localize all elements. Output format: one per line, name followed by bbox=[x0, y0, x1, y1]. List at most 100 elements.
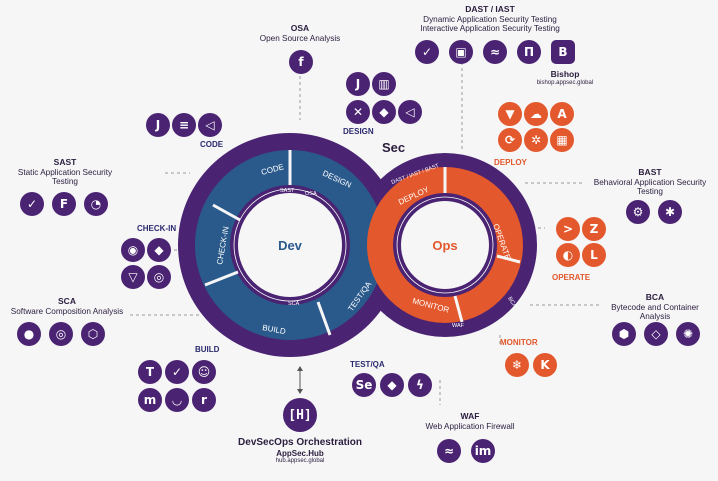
sca-tool-2-icon[interactable]: ◎ bbox=[49, 322, 73, 346]
operate-tool-4-icon[interactable]: L bbox=[582, 243, 606, 267]
operate-tool-1-icon[interactable]: > bbox=[556, 217, 580, 241]
sca-tool-3-icon[interactable]: ⬡ bbox=[81, 322, 105, 346]
dast-sub2: Interactive Application Security Testing bbox=[420, 24, 560, 34]
stage-build: BUILD bbox=[262, 323, 287, 336]
group-testqa: TEST/QA bbox=[350, 360, 385, 369]
deploy-tool-2-icon[interactable]: ☁ bbox=[524, 102, 548, 126]
bast-tool-2-icon[interactable]: ✱ bbox=[658, 200, 682, 224]
checkin-tool-2-icon[interactable]: ◆ bbox=[147, 238, 171, 262]
checkin-tool-3-icon[interactable]: ▽ bbox=[121, 265, 145, 289]
testqa-tool-2-icon[interactable]: ◆ bbox=[380, 373, 404, 397]
design-tool-1-icon[interactable]: J bbox=[346, 72, 370, 96]
build-tool-5-icon[interactable]: ◡ bbox=[165, 388, 189, 412]
bishop-url: bishop.appsec.global bbox=[536, 79, 594, 86]
build-tool-6-icon[interactable]: r bbox=[192, 388, 216, 412]
osa-tool-icon[interactable]: f bbox=[289, 50, 313, 74]
bca-tool-2-icon[interactable]: ◇ bbox=[644, 322, 668, 346]
build-tool-1-icon[interactable]: T bbox=[138, 360, 162, 384]
deploy-tool-6-icon[interactable]: ▦ bbox=[550, 128, 574, 152]
deploy-tool-3-icon[interactable]: A bbox=[550, 102, 574, 126]
testqa-tool-3-icon[interactable]: ϟ bbox=[408, 373, 432, 397]
dast-tool-4-icon[interactable]: Π bbox=[517, 40, 541, 64]
group-code: CODE bbox=[200, 140, 224, 149]
waf-tool-2-icon[interactable]: im bbox=[471, 439, 495, 463]
dast-sub1: Dynamic Application Security Testing bbox=[423, 14, 557, 24]
build-tool-4-icon[interactable]: m bbox=[138, 388, 162, 412]
build-tool-3-icon[interactable]: ☺ bbox=[192, 360, 216, 384]
waf-tool-1-icon[interactable]: ≈ bbox=[437, 439, 461, 463]
sca-title: SCA bbox=[58, 296, 76, 306]
sast-sub2: Testing bbox=[52, 177, 78, 187]
design-tool-5-icon[interactable]: ◁ bbox=[398, 100, 422, 124]
checkin-tool-4-icon[interactable]: ◎ bbox=[147, 265, 171, 289]
sec-title: Sec bbox=[382, 140, 405, 155]
sast-title: SAST bbox=[53, 157, 77, 167]
operate-tool-2-icon[interactable]: Z bbox=[582, 217, 606, 241]
testqa-tool-1-icon[interactable]: Se bbox=[352, 373, 376, 397]
group-deploy: DEPLOY bbox=[494, 158, 527, 167]
sast-sub1: Static Application Security bbox=[17, 167, 113, 177]
ops-center bbox=[401, 201, 489, 289]
inner-waf: WAF bbox=[452, 323, 465, 329]
sast-label: SAST Static Application Security Testing bbox=[5, 157, 125, 187]
sca-sub: Software Composition Analysis bbox=[10, 306, 124, 316]
checkin-tool-1-icon[interactable]: ◉ bbox=[121, 238, 145, 262]
orch-sub: AppSec.Hub bbox=[276, 448, 324, 458]
osa-title: OSA bbox=[290, 23, 310, 33]
inner-bca: BCA bbox=[506, 296, 517, 309]
sca-tool-1-icon[interactable]: ● bbox=[17, 322, 41, 346]
deploy-tool-4-icon[interactable]: ⟳ bbox=[498, 128, 522, 152]
design-tool-4-icon[interactable]: ◆ bbox=[372, 100, 396, 124]
waf-sub: Web Application Firewall bbox=[425, 421, 515, 431]
dast-tool-2-icon[interactable]: ▣ bbox=[449, 40, 473, 64]
design-tool-2-icon[interactable]: ▥ bbox=[372, 72, 396, 96]
osa-sub: Open Source Analysis bbox=[259, 33, 341, 43]
bast-sub2: Testing bbox=[637, 187, 663, 197]
build-tool-2-icon[interactable]: ✓ bbox=[165, 360, 189, 384]
group-operate: OPERATE bbox=[552, 273, 591, 282]
orch-url: hub.appsec.global bbox=[275, 457, 325, 464]
sast-tool-1-icon[interactable]: ✓ bbox=[20, 192, 44, 216]
appsec-hub-icon[interactable]: [H] bbox=[283, 398, 317, 432]
inner-sca: SCA bbox=[288, 301, 300, 307]
orch-label: DevSecOps Orchestration AppSec.Hub hub.a… bbox=[225, 437, 375, 465]
code-tool-1-icon[interactable]: J bbox=[146, 113, 170, 137]
code-tool-2-icon[interactable]: ≡ bbox=[172, 113, 196, 137]
design-tool-3-icon[interactable]: ✕ bbox=[346, 100, 370, 124]
monitor-tool-1-icon[interactable]: ❄ bbox=[505, 353, 529, 377]
bca-title: BCA bbox=[645, 292, 665, 302]
dast-label: DAST / IAST Dynamic Application Security… bbox=[400, 4, 580, 34]
sca-label: SCA Software Composition Analysis bbox=[2, 296, 132, 316]
dev-inner-arc bbox=[233, 188, 347, 302]
bishop-label: Bishop bishop.appsec.global bbox=[525, 69, 605, 87]
dev-center bbox=[238, 193, 342, 297]
bast-tool-1-icon[interactable]: ⚙ bbox=[626, 200, 650, 224]
dast-tool-3-icon[interactable]: ≈ bbox=[483, 40, 507, 64]
group-checkin: CHECK-IN bbox=[137, 224, 177, 233]
group-design: DESIGN bbox=[343, 127, 374, 136]
orch-title: DevSecOps Orchestration bbox=[238, 437, 362, 448]
dast-tool-1-icon[interactable]: ✓ bbox=[415, 40, 439, 64]
bast-title: BAST bbox=[638, 167, 662, 177]
bca-sub1: Bytecode and Container bbox=[611, 302, 699, 312]
bishop-icon[interactable]: B bbox=[551, 40, 575, 64]
deploy-tool-1-icon[interactable]: ▼ bbox=[498, 102, 522, 126]
ops-title: Ops bbox=[432, 238, 457, 253]
bca-label: BCA Bytecode and Container Analysis bbox=[600, 292, 710, 322]
code-tool-3-icon[interactable]: ◁ bbox=[198, 113, 222, 137]
monitor-tool-2-icon[interactable]: K bbox=[533, 353, 557, 377]
bca-tool-1-icon[interactable]: ⬢ bbox=[612, 322, 636, 346]
inner-sast: SAST bbox=[280, 188, 295, 194]
sast-tool-2-icon[interactable]: F bbox=[52, 192, 76, 216]
sast-tool-3-icon[interactable]: ◔ bbox=[84, 192, 108, 216]
osa-label: OSA Open Source Analysis bbox=[255, 23, 345, 43]
operate-tool-3-icon[interactable]: ◐ bbox=[556, 243, 580, 267]
bast-sub1: Behavioral Application Security bbox=[593, 177, 707, 187]
waf-label: WAF Web Application Firewall bbox=[415, 411, 525, 431]
deploy-tool-5-icon[interactable]: ✲ bbox=[524, 128, 548, 152]
bishop-title: Bishop bbox=[550, 69, 580, 79]
bca-tool-3-icon[interactable]: ✺ bbox=[676, 322, 700, 346]
segment-dividers bbox=[204, 150, 521, 336]
